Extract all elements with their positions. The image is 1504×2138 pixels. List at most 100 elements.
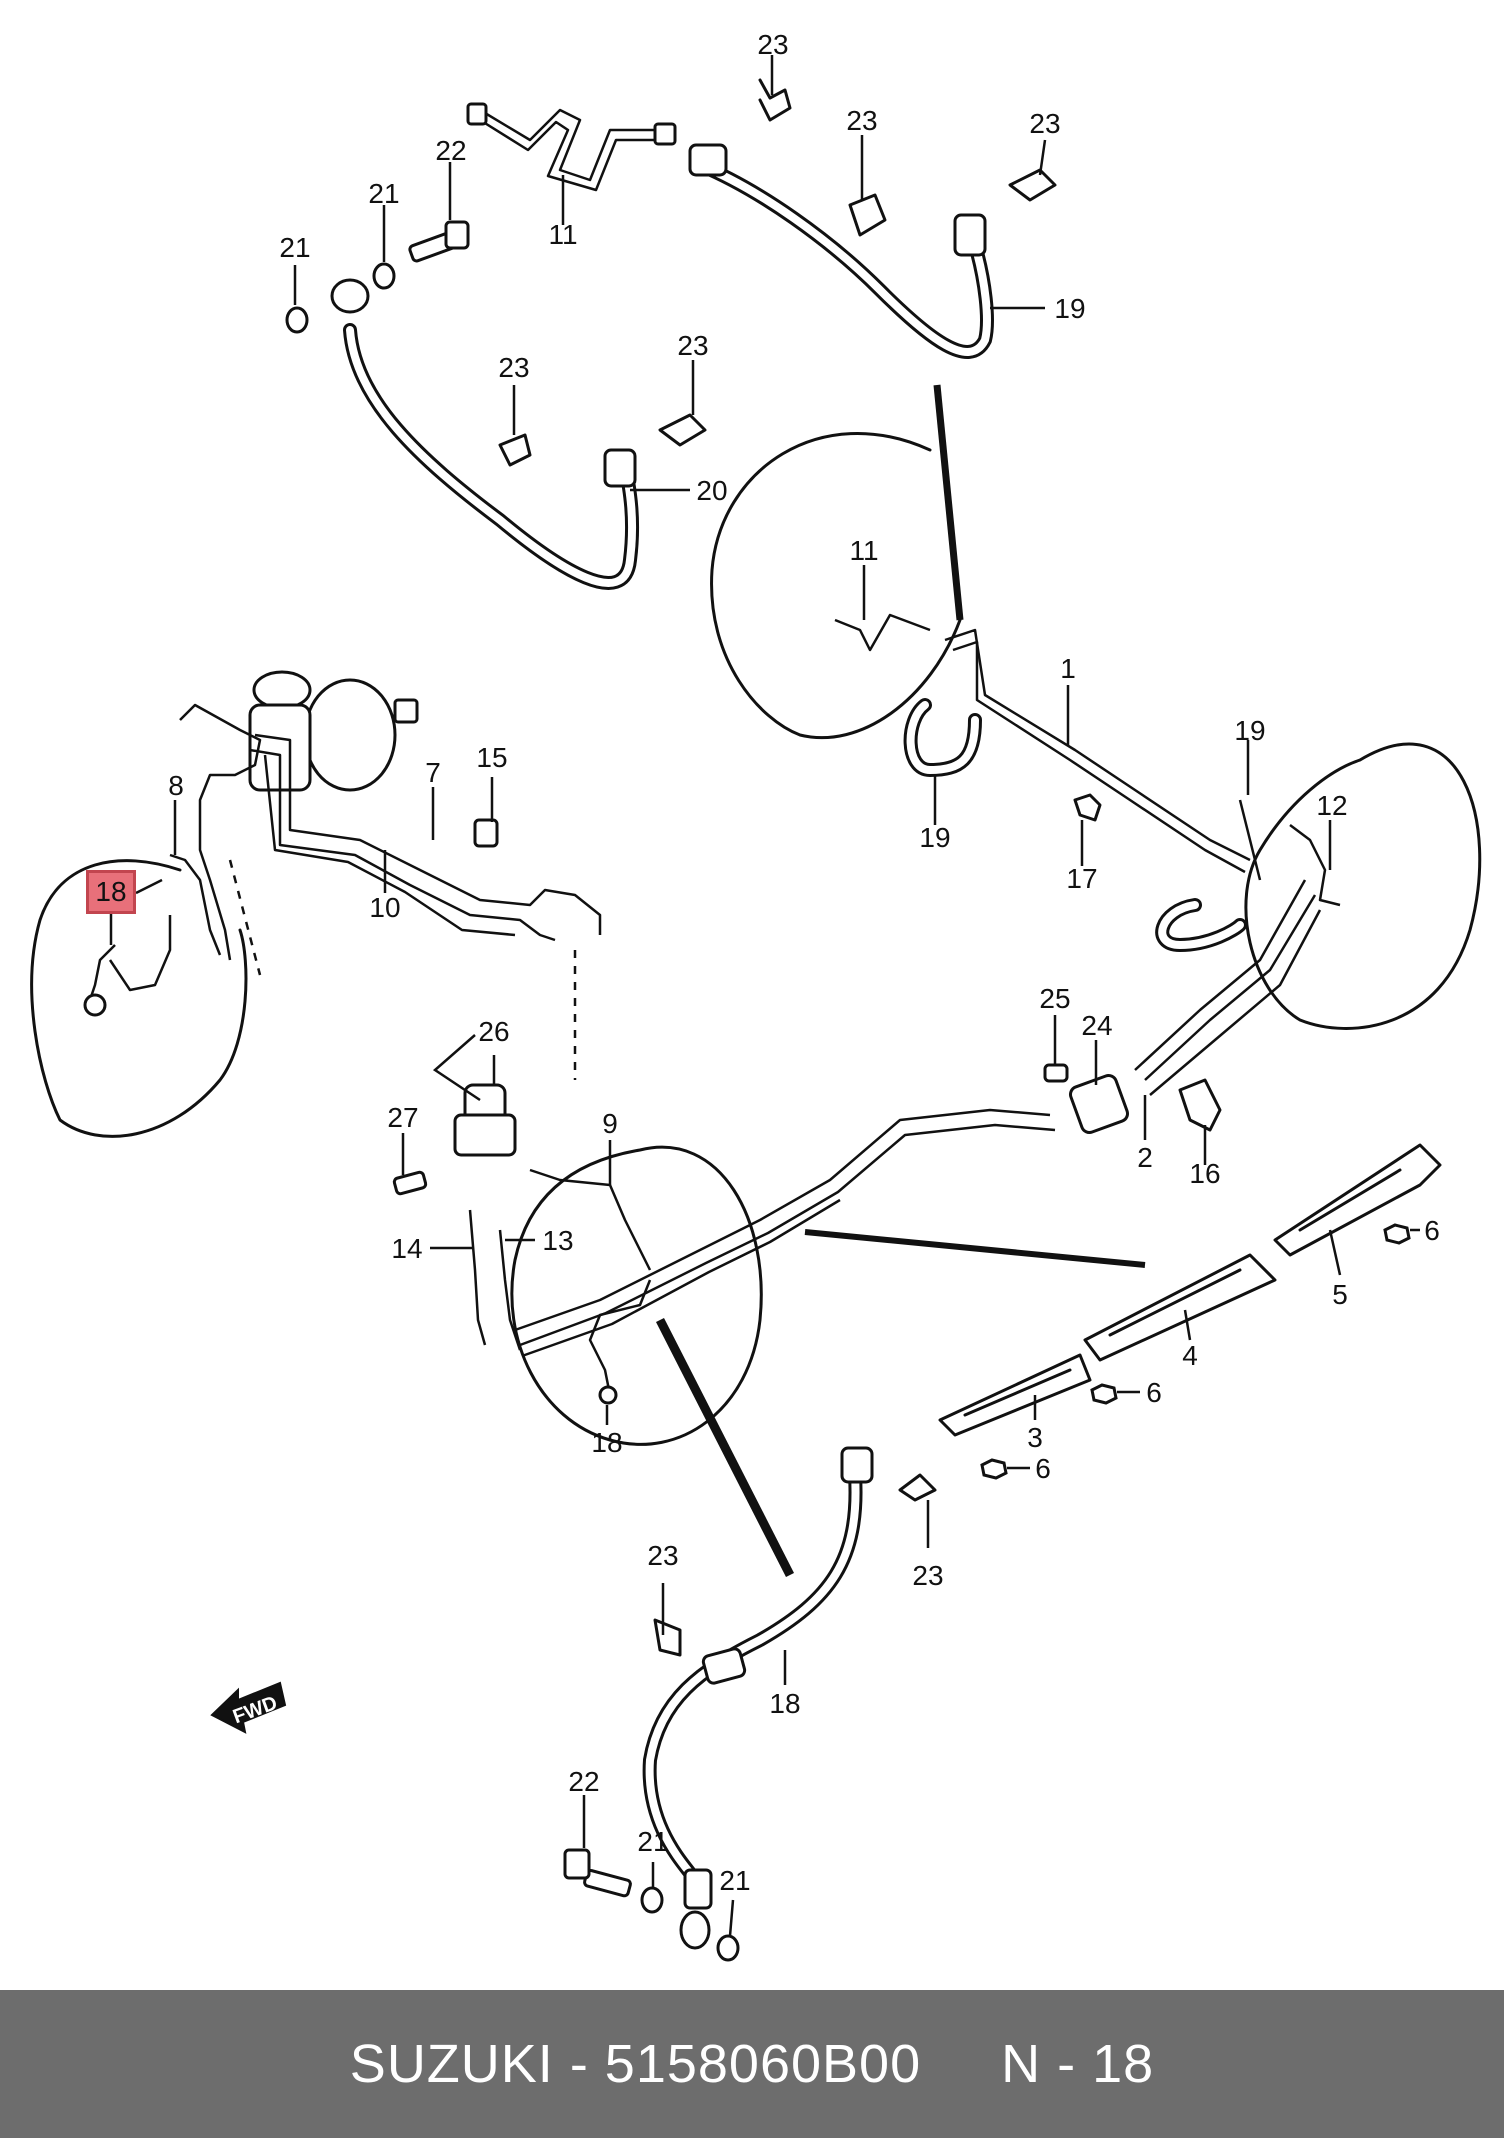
washer-21-bottom-b xyxy=(716,1934,740,1962)
hose-loop-right-inner xyxy=(1158,901,1244,949)
hose-20-tube-inner xyxy=(346,326,637,587)
booster-pushrod xyxy=(393,698,419,724)
clip-23-f xyxy=(898,1473,937,1502)
bracket-5-inner xyxy=(1298,1168,1402,1232)
callout-9: 9 xyxy=(602,1108,618,1139)
callout-23: 23 xyxy=(498,352,529,383)
pipe-7 xyxy=(254,733,602,935)
bracket-4-inner xyxy=(1108,1268,1242,1337)
callout-17: 17 xyxy=(1066,863,1097,894)
leader-dashed-left xyxy=(228,859,262,976)
pipe-1 xyxy=(944,628,1251,862)
pipe-11-top-inner xyxy=(479,118,665,192)
rear-wheel-outline-right xyxy=(1244,742,1482,1030)
pipe-1-inner xyxy=(952,640,1246,874)
hose-19-top-tube-inner xyxy=(696,161,991,356)
hose-18-bottom xyxy=(642,1468,863,1887)
callout-14: 14 xyxy=(391,1233,422,1264)
bolt-22-top-head xyxy=(444,220,470,250)
bolt-27 xyxy=(392,1170,428,1196)
connector-thick-right xyxy=(804,1229,1146,1268)
forward-arrow-icon: FWD xyxy=(210,1681,287,1734)
booster-body xyxy=(303,678,397,792)
callout-1: 1 xyxy=(1060,653,1076,684)
hose-18-left-b xyxy=(88,944,116,1001)
leader-21d xyxy=(728,1899,735,1937)
hose-18-bottom-inner xyxy=(645,1471,860,1884)
highlighted-part-18[interactable]: 18 xyxy=(86,870,136,914)
pipe-9 xyxy=(529,1168,652,1271)
callout-16: 16 xyxy=(1189,1158,1220,1189)
callout-24: 24 xyxy=(1081,1010,1112,1041)
clip-23-e xyxy=(658,413,707,447)
front-wheel-outline-left xyxy=(30,859,248,1138)
pipe-11-fitting-left xyxy=(466,102,488,126)
callout-25: 25 xyxy=(1039,983,1070,1014)
callout-21: 21 xyxy=(368,178,399,209)
callout-21: 21 xyxy=(719,1865,750,1896)
bracket-17 xyxy=(1073,793,1102,822)
pipe-2-trunk-c xyxy=(1149,909,1322,1096)
callout-21: 21 xyxy=(637,1826,668,1857)
callout-5: 5 xyxy=(1332,1279,1348,1310)
callout-4: 4 xyxy=(1182,1340,1198,1371)
hose-19-center-inner xyxy=(906,701,979,774)
hose-19-right xyxy=(1238,799,1262,881)
callout-23: 23 xyxy=(1029,108,1060,139)
callout-2: 2 xyxy=(1137,1142,1153,1173)
leader-26 xyxy=(432,1034,496,1102)
hose-18-center xyxy=(588,1279,652,1396)
callout-6: 6 xyxy=(1424,1215,1440,1246)
leader-23c xyxy=(1038,139,1047,176)
pipe-12 xyxy=(1289,824,1341,907)
bracket-3-inner xyxy=(963,1368,1072,1417)
banjo-fitting-bottom xyxy=(679,1910,711,1950)
clip-15 xyxy=(473,818,499,848)
hose-18-bottom-end xyxy=(683,1868,713,1910)
callout-23: 23 xyxy=(757,29,788,60)
hose-18-bottom-top-fitting xyxy=(840,1446,874,1484)
callout-23: 23 xyxy=(846,105,877,136)
leader-5 xyxy=(1328,1229,1342,1276)
hose-18-bottom-coupler xyxy=(701,1647,747,1685)
callout-6: 6 xyxy=(1146,1377,1162,1408)
front-wheel-outline-right xyxy=(710,432,962,740)
callout-11: 11 xyxy=(849,535,878,566)
callout-18: 18 xyxy=(769,1688,800,1719)
pipe-11-top xyxy=(479,108,665,182)
pipe-13 xyxy=(498,1229,522,1351)
bolt-22-bottom xyxy=(583,1868,632,1898)
pipe-11-center xyxy=(834,613,931,652)
callout-7: 7 xyxy=(425,757,441,788)
banjo-fitting-top xyxy=(330,278,370,314)
callout-13: 13 xyxy=(542,1225,573,1256)
footer-part-number: SUZUKI - 5158060B00 N - 18 xyxy=(349,2034,1155,2094)
rear-wheel-outline-center xyxy=(510,1145,763,1446)
bracket-4 xyxy=(1083,1253,1277,1362)
hose-19-end-fitting xyxy=(953,213,987,257)
callout-19: 19 xyxy=(1234,715,1265,746)
callout-26: 26 xyxy=(478,1016,509,1047)
washer-21-top-a xyxy=(372,262,396,290)
clip-23-a xyxy=(758,78,792,122)
washer-21-top-b xyxy=(285,306,309,334)
pipe-11-fitting-right xyxy=(653,122,677,146)
callout-8: 8 xyxy=(168,770,184,801)
pipe-10 xyxy=(249,748,556,942)
valve-26-body xyxy=(453,1113,517,1157)
leader-18-highlight xyxy=(135,878,163,895)
pipe-8-inner xyxy=(169,853,222,956)
clip-23-c xyxy=(1008,168,1057,202)
leader-4 xyxy=(1183,1309,1192,1341)
hose-20-tube xyxy=(343,323,640,590)
callout-6: 6 xyxy=(1035,1453,1051,1484)
callout-20: 20 xyxy=(696,475,727,506)
callout-22: 22 xyxy=(568,1766,599,1797)
clip-23-d xyxy=(498,433,532,467)
banjo-fitting-left xyxy=(83,993,107,1017)
master-cylinder-reservoir xyxy=(252,670,312,710)
hose-19-top-coupler xyxy=(688,143,728,177)
callout-21: 21 xyxy=(279,232,310,263)
footer-bar: SUZUKI - 5158060B00 N - 18 xyxy=(0,1990,1504,2138)
pipe-8 xyxy=(179,703,262,961)
